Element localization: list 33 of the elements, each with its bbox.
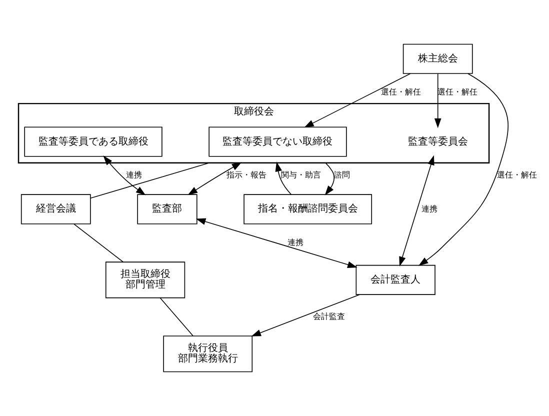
node-box: 監査等委員である取締役 — [24, 126, 162, 157]
connector — [90, 162, 210, 198]
arrow — [196, 218, 358, 268]
node-box: 監査部 — [137, 194, 198, 224]
arrow — [304, 73, 411, 128]
edge-label: 連携 — [126, 170, 142, 180]
edge-label: 指示・報告 — [226, 170, 266, 180]
arrow — [275, 162, 292, 195]
connector — [160, 297, 194, 336]
edge-label: 会計監査 — [312, 310, 345, 321]
arrow — [251, 294, 360, 336]
arrow — [434, 73, 442, 128]
edge-label: 選任・解任 — [438, 86, 478, 97]
edge-label: 諮問 — [334, 170, 350, 180]
arrow — [324, 162, 334, 196]
arrow — [188, 162, 242, 196]
edge-label: 連携 — [422, 203, 438, 214]
arrow — [418, 73, 508, 266]
arrow — [103, 156, 146, 196]
node-box: 株主総会 — [402, 44, 473, 74]
node-box: 経営会議 — [20, 194, 91, 224]
edge-label: 選任・解任 — [497, 170, 538, 180]
node-box: 指名・報酬諮問委員会 — [244, 194, 372, 224]
node-box: 監査等委員でない取締役 — [208, 126, 347, 157]
arrow — [399, 155, 434, 266]
edge-label: 連携 — [288, 236, 304, 247]
edge-label: 選任・解任 — [380, 86, 421, 97]
node-text: 監査等委員会 — [408, 136, 468, 148]
node-box: 会計監査人 — [356, 264, 436, 295]
edge-label: 関与・助言 — [280, 170, 321, 180]
node-box: 担当取締役 部門管理 — [105, 262, 186, 298]
node-box: 執行役員 部門業務執行 — [163, 336, 253, 372]
connector — [74, 224, 124, 262]
